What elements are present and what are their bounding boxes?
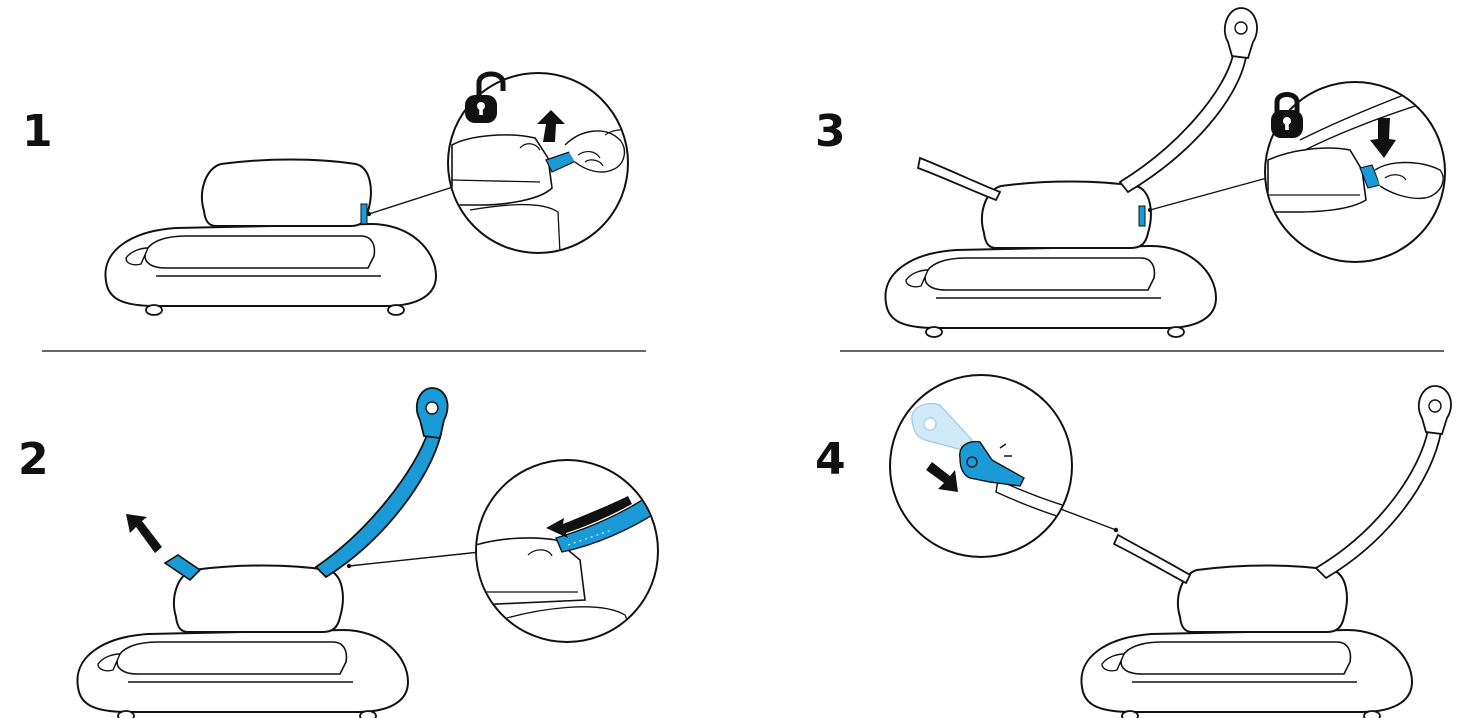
step-number-4: 4 (815, 434, 846, 485)
step-number-2: 2 (18, 434, 49, 485)
locked-padlock-icon (1271, 95, 1303, 139)
step-number-3: 3 (815, 106, 846, 157)
arrow-down-left (926, 462, 958, 492)
latch-tab (360, 203, 368, 225)
arrow-left (546, 496, 632, 538)
arrow-up (537, 110, 565, 142)
step-1-illustration (104, 73, 629, 316)
arrow-up-left (126, 514, 162, 553)
step-4-illustration (889, 374, 1452, 718)
arm-left (916, 156, 1002, 202)
arm-right-blue (314, 430, 443, 579)
arm-right-4 (1314, 428, 1443, 580)
step-3-illustration (884, 7, 1446, 338)
arm-left-blue (163, 554, 202, 582)
arrow-down (1370, 118, 1396, 158)
step-2-illustration (76, 387, 659, 718)
arm-left-4 (1112, 533, 1192, 585)
step-number-1: 1 (22, 106, 53, 157)
arm-right (1118, 53, 1248, 194)
